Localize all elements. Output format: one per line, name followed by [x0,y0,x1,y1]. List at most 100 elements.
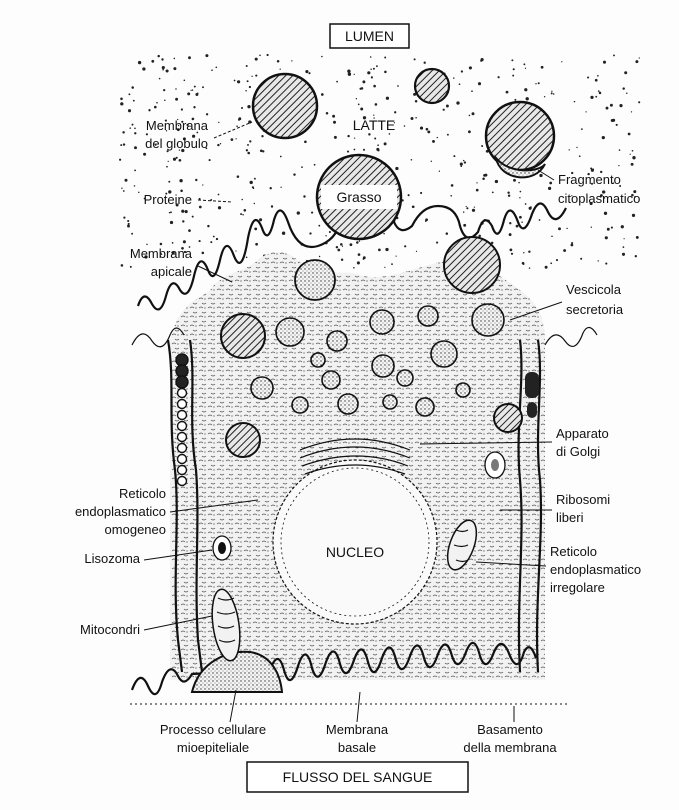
milk-particle [404,125,406,127]
milk-particle [394,111,396,113]
milk-particle [254,203,255,204]
milk-particle [199,240,201,242]
secretory-vesicle [416,398,434,416]
nucleus [273,460,437,624]
milk-particle [134,185,136,187]
milk-particle [123,143,125,145]
milk-particle [354,137,355,138]
milk-particle [632,214,635,217]
milk-particle [347,151,349,153]
milk-particle [254,227,257,230]
milk-particle [638,101,640,103]
milk-particle [247,105,250,108]
milk-particle [635,255,637,257]
milk-particle [474,206,475,207]
milk-particle [350,243,353,246]
milk-particle [416,251,417,252]
milk-particle [359,240,360,241]
milk-particle [182,220,184,222]
milk-particle [162,66,165,69]
junction-bead [178,455,187,464]
blood-label: FLUSSO DEL SANGUE [283,769,433,785]
milk-particle [519,197,520,198]
milk-particle [395,167,398,170]
milk-particle [523,63,525,65]
milk-particle [512,75,514,77]
milk-particle [250,181,253,184]
milk-particle [247,144,249,146]
milk-particle [131,86,134,89]
milk-particle [358,253,361,256]
secretory-vesicle [418,306,438,326]
milk-particle [618,165,619,166]
milk-particle [237,175,240,178]
milk-particle [463,160,464,161]
milk-particle [156,102,158,104]
svg-text:endoplasmatico: endoplasmatico [75,504,166,519]
milk-particle [184,80,186,82]
milk-particle [195,179,197,181]
milk-particle [342,246,343,247]
milk-particle [347,70,350,73]
milk-particle [478,235,481,238]
lysosome [213,536,231,560]
svg-text:basale: basale [338,740,376,755]
fat-globule-large [253,74,317,138]
milk-particle [373,114,374,115]
milk-particle [122,131,124,133]
milk-particle [450,195,452,197]
milk-particle [520,191,522,193]
milk-particle [251,76,252,77]
milk-particle [443,109,445,111]
milk-particle [202,184,203,185]
milk-particle [241,199,243,201]
junction-bead [178,422,187,431]
milk-particle [354,149,356,151]
milk-particle [234,80,236,82]
milk-particle [396,256,397,257]
milk-particle [595,96,597,98]
milk-particle [478,82,481,85]
milk-particle [509,233,512,236]
milk-particle [525,203,527,205]
junction-bead [178,400,187,409]
milk-particle [597,75,599,77]
milk-particle [309,232,311,234]
milk-particle [539,219,541,221]
milk-particle [176,157,178,159]
secretory-vesicle [370,310,394,334]
milk-particle [525,68,526,69]
milk-particle [341,258,343,260]
svg-text:Proteine: Proteine [144,192,192,207]
milk-particle [151,60,154,63]
milk-particle [411,117,414,120]
milk-particle [523,263,525,265]
milk-particle [170,221,173,224]
milk-particle [408,194,410,196]
milk-particle [164,100,166,102]
lipid-droplet-budding [444,237,500,293]
milk-particle [468,130,471,133]
secretory-vesicle [397,370,413,386]
milk-particle [466,206,467,207]
milk-particle [318,225,320,227]
milk-particle [631,111,632,112]
milk-particle [377,144,379,146]
milk-particle [607,228,610,231]
milk-particle [166,69,169,72]
milk-particle [539,174,542,177]
milk-particle [384,71,387,74]
milk-particle [121,187,122,188]
milk-particle [610,104,613,107]
svg-text:liberi: liberi [556,510,584,525]
milk-particle [613,54,615,56]
label-apical-membrane: Membrana apicale [130,246,232,282]
blood-flow-box: FLUSSO DEL SANGUE [247,762,468,792]
milk-particle [628,133,631,136]
milk-particle [143,153,146,156]
milk-particle [463,211,464,212]
milk-particle [483,174,486,177]
small-organelle [485,452,505,478]
svg-text:Apparato: Apparato [556,426,609,441]
milk-particle [280,69,281,70]
